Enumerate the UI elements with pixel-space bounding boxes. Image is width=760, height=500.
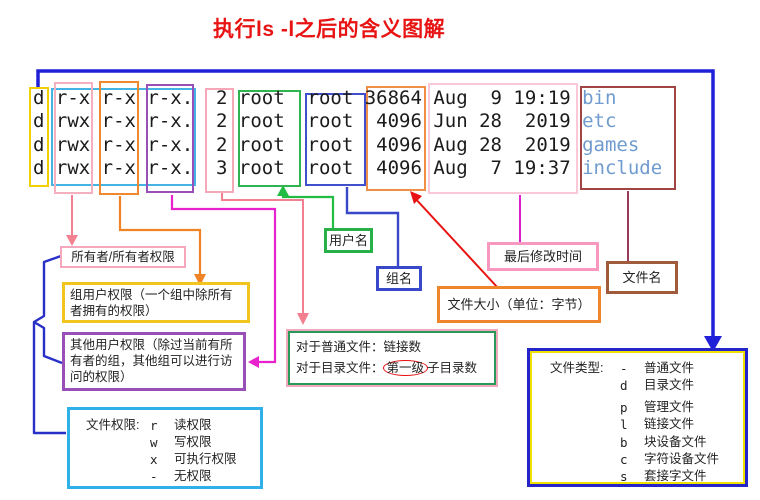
legend-row: p 管理文件: [620, 399, 695, 415]
mtime-label: 最后修改时间: [487, 242, 599, 271]
other-perm-arrow: [170, 195, 277, 368]
link-count-line1: 对于普通文件：链接数: [296, 340, 422, 354]
owner-perm-column-box: [54, 82, 93, 194]
listing-row: d rwx r-x r-x. 2 root root 4096 Jun 28 2…: [33, 110, 617, 133]
link-count-line2: 对于目录文件：第一级子目录数: [296, 360, 478, 376]
username-arrow: [277, 185, 335, 229]
permission-legend: 文件权限: r 读权限 w 写权限 x 可执行权限 - 无权限: [67, 407, 263, 489]
legend-row: w 写权限: [150, 435, 212, 450]
owner-arrow: [66, 195, 78, 246]
link-count-label: 对于普通文件：链接数 对于目录文件：第一级子目录数: [286, 329, 498, 387]
listing-row: d rwx r-x r-x. 3 root root 4096 Aug 7 19…: [33, 157, 663, 180]
circled-first-level: 第一级: [382, 360, 429, 376]
legend-row: 文件权限: r 读权限: [86, 418, 212, 433]
file-type-loop-arrow: [36, 69, 722, 352]
legend-row: x 可执行权限: [150, 452, 237, 467]
link-count-arrow: [221, 193, 309, 325]
group-column-box: [305, 93, 366, 186]
link-count-column-box: [205, 88, 234, 193]
groupname-line: [345, 187, 400, 267]
group-perm-arrow: [118, 196, 206, 286]
terminal-listing: d r-x r-x r-x. 2 root root 36864 Aug 9 1…: [33, 87, 662, 181]
legend-row: l 链接文件: [620, 417, 695, 433]
permission-brace: [32, 254, 66, 435]
legend-row: d 目录文件: [620, 378, 695, 394]
permissions-wrapper-box: [51, 88, 196, 186]
filesize-label: 文件大小（单位：字节）: [437, 286, 601, 323]
size-column-box: [366, 86, 426, 191]
filename-games: games: [582, 133, 640, 156]
filename-etc: etc: [582, 110, 617, 133]
legend-row: s 套接字文件: [620, 469, 707, 485]
user-column-box: [238, 90, 301, 187]
groupname-label: 组名: [376, 266, 422, 291]
date-column-box: [428, 83, 578, 194]
page-title: 执行ls -l之后的含义图解: [213, 18, 446, 41]
filetype-legend: 文件类型: - 普通文件 d 目录文件 p 管理文件 l 链接文件 b 块设备文…: [527, 348, 748, 487]
filetype-column-box: [29, 87, 49, 187]
other-perm-label: 其他用户权限（除过当前有所有者的组，其他组可以进行访问的权限）: [62, 332, 246, 391]
other-perm-column-box: [146, 84, 194, 193]
username-label: 用户名: [324, 228, 373, 253]
filename-label: 文件名: [606, 261, 678, 294]
owner-label: 所有者/所有者权限: [60, 246, 186, 268]
filesize-arrow: [410, 191, 499, 289]
legend-row: c 字符设备文件: [620, 452, 720, 468]
listing-row: d r-x r-x r-x. 2 root root 36864 Aug 9 1…: [33, 87, 663, 180]
group-perm-label: 组用户权限（一个组中除所有者拥有的权限）: [62, 282, 250, 323]
filename-bin: bin: [582, 87, 617, 109]
legend-row: - 无权限: [150, 469, 212, 484]
legend-row: b 块设备文件: [620, 434, 707, 450]
filename-column-box: [580, 86, 676, 190]
group-perm-column-box: [99, 81, 139, 195]
filename-include: include: [582, 157, 663, 180]
legend-row: 文件类型: - 普通文件: [550, 361, 695, 376]
listing-row: d rwx r-x r-x. 2 root root 4096 Aug 28 2…: [33, 133, 640, 156]
